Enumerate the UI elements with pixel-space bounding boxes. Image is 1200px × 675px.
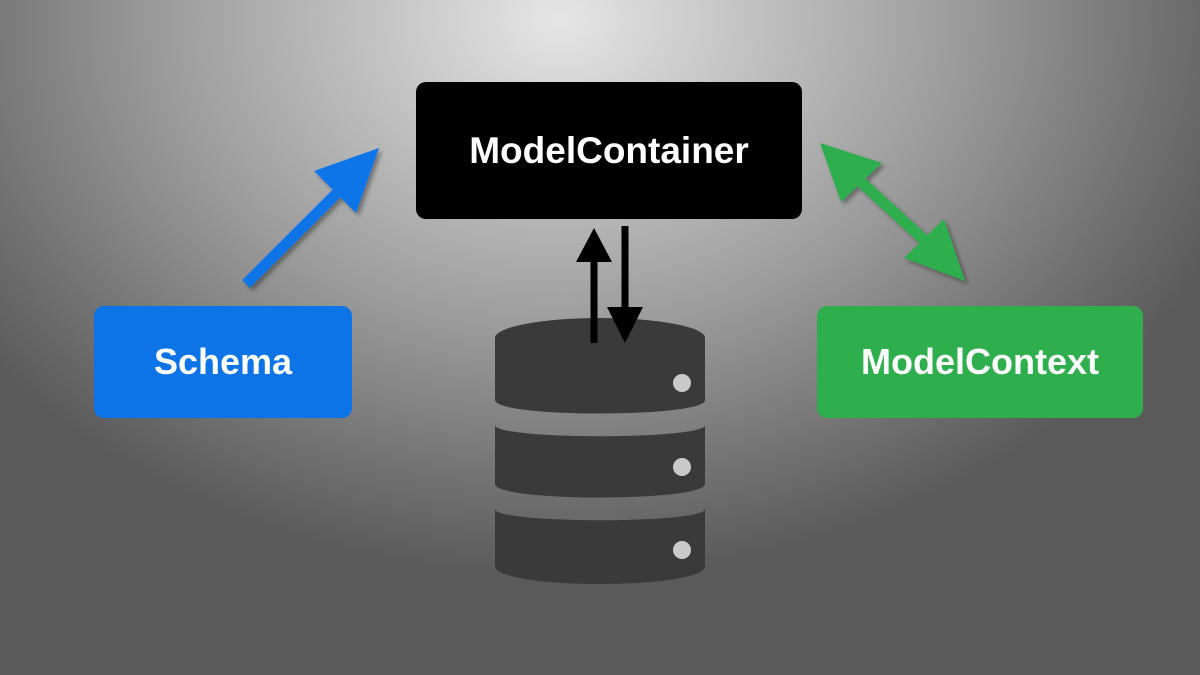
db-light-2: [673, 458, 691, 476]
container-context-arrow: [820, 143, 965, 281]
database-icon: [495, 318, 705, 584]
model-context-box: ModelContext: [817, 306, 1143, 418]
db-light-3: [673, 541, 691, 559]
container-database-arrows: [576, 226, 643, 343]
model-context-label: ModelContext: [861, 341, 1099, 382]
model-container-label: ModelContainer: [469, 129, 749, 171]
schema-label: Schema: [153, 341, 293, 382]
schema-box: Schema: [94, 306, 352, 418]
model-container-box: ModelContainer: [416, 82, 802, 219]
schema-to-container-arrow: [242, 148, 379, 288]
db-light-1: [673, 374, 691, 392]
